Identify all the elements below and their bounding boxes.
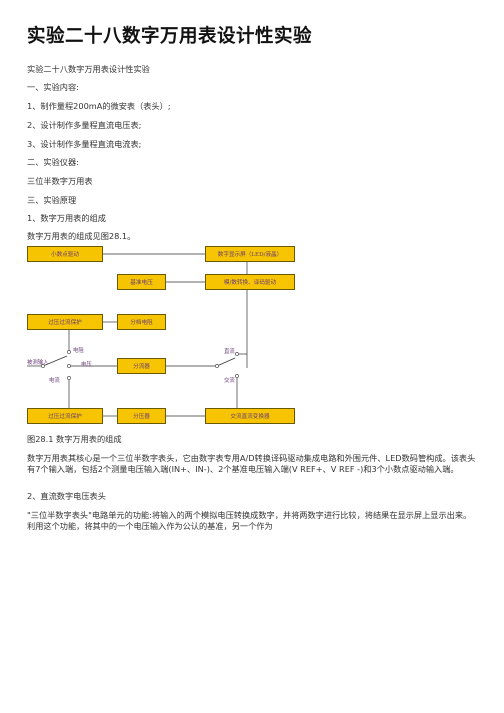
dc-voltmeter-heading: 2、直流数字电压表头	[27, 491, 106, 501]
section-principle-heading: 三、实验原理	[27, 195, 77, 205]
core-description: 数字万用表其核心是一个三位半数字表头，它由数字表专用A/D转换译码驱动集成电路和…	[27, 453, 476, 474]
section-content-heading: 一、实验内容:	[27, 82, 79, 92]
content-item-1: 1、制作量程200mA的微安表（表头）;	[27, 101, 171, 111]
instrument-item: 三位半数字万用表	[27, 176, 93, 186]
box-reference-voltage: 基准电压	[117, 274, 166, 290]
box-ac-dc-converter: 交流直流变换器	[205, 408, 295, 424]
box-display: 数字显示屏（LED/液晶）	[205, 246, 295, 262]
label-current: 电流	[49, 378, 60, 384]
box-shunt-resistor: 分压器	[117, 408, 166, 424]
doc-heading: 实验二十八数字万用表设计性实验	[27, 64, 150, 74]
label-resistance: 电阻	[73, 348, 84, 354]
principle-subheading: 1、数字万用表的组成	[27, 213, 106, 223]
diagram-wires	[27, 253, 248, 417]
box-voltage-divider: 分档电阻	[117, 314, 166, 330]
label-ac: 交流	[224, 378, 235, 384]
dc-voltmeter-description: "三位半数字表头"电路单元的功能:将输入的两个模拟电压转换成数字，并将两数字进行…	[27, 510, 472, 531]
section-instrument-heading: 二、实验仪器:	[27, 157, 79, 167]
content-item-3: 3、设计制作多量程直流电流表;	[27, 139, 142, 149]
label-voltage: 电压	[81, 362, 92, 368]
box-overcurrent-protection: 过压过流保护	[27, 408, 103, 424]
principle-intro: 数字万用表的组成见图28.1。	[27, 231, 136, 241]
box-adc: 模/数转换、译码驱动	[205, 274, 295, 290]
figure-caption: 图28.1 数字万用表的组成	[27, 434, 122, 444]
box-shunt: 分流器	[117, 358, 166, 374]
box-overvoltage-protection: 过压过流保护	[27, 314, 103, 330]
box-decimal-drive: 小数点驱动	[27, 246, 103, 262]
label-dc: 直流	[224, 349, 235, 355]
content-item-2: 2、设计制作多量程直流电压表;	[27, 120, 142, 130]
page-title: 实验二十八数字万用表设计性实验	[27, 26, 313, 47]
label-measure-input: 被测输入	[27, 360, 49, 366]
multimeter-block-diagram: 小数点驱动 数字显示屏（LED/液晶） 基准电压 模/数转换、译码驱动 过压过流…	[27, 246, 327, 431]
